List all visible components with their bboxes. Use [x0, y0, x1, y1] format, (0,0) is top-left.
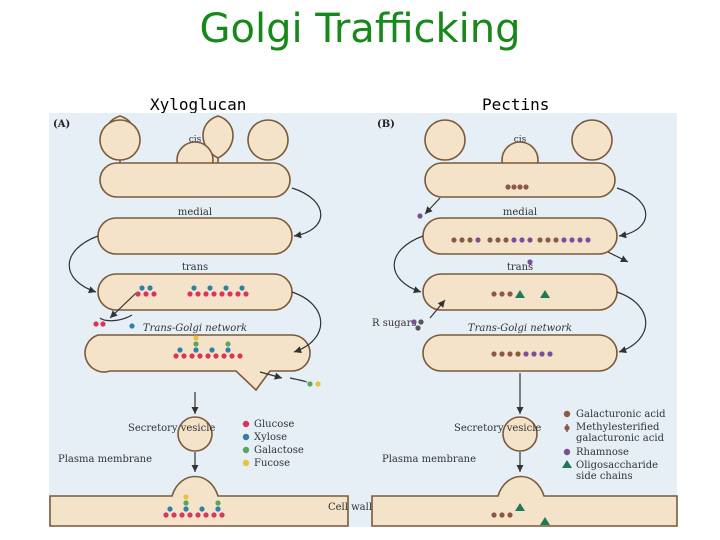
- r-sugars-dots: [411, 319, 424, 331]
- panel-b-medial-label: medial: [503, 207, 537, 218]
- legend-a: Glucose Xylose Galactose Fucose: [242, 419, 304, 469]
- panel-a-cis-cisterna: [99, 115, 291, 198]
- panel-b-medial-cisterna: [422, 217, 618, 255]
- panel-b-trans-label: trans: [507, 262, 533, 273]
- panel-a-secretory-vesicle: [177, 416, 213, 452]
- panel-b-secretory-vesicle: [502, 416, 538, 452]
- legend-galactose: Galactose: [254, 445, 304, 456]
- legend-rhamnose: Rhamnose: [576, 447, 629, 458]
- panel-b-cis-cisterna: [424, 119, 616, 198]
- legend-glucose: Glucose: [254, 419, 294, 430]
- panel-b-cis-label: cis: [514, 135, 527, 145]
- panel-a-trans-cisterna: [97, 273, 293, 311]
- legend-fucose: Fucose: [254, 458, 290, 469]
- xyloglucan-heading: Xyloglucan: [150, 95, 247, 114]
- cell-wall-label: Cell wall: [328, 502, 372, 513]
- legend-galacturonic: Galacturonic acid: [576, 409, 666, 420]
- legend-xylose: Xylose: [254, 432, 287, 443]
- page-title: Golgi Trafficking: [199, 6, 521, 52]
- panel-a-tgn-label: Trans-Golgi network: [143, 323, 247, 334]
- panel-a-cis-label: cis: [189, 135, 202, 145]
- panel-a-vesicle-label: Secretory vesicle: [128, 423, 215, 434]
- panel-a-tgn-cisterna: [84, 334, 311, 392]
- panel-a-membrane-label: Plasma membrane: [58, 454, 152, 465]
- panel-a-trans-label: trans: [182, 262, 208, 273]
- pectins-heading: Pectins: [482, 95, 550, 114]
- panel-a-medial-cisterna: [97, 217, 293, 255]
- r-sugars-label: R sugars: [372, 318, 417, 329]
- panel-b-tgn-label: Trans-Golgi network: [468, 323, 572, 334]
- panel-b-vesicle-label: Secretory vesicle: [454, 423, 541, 434]
- panel-b-tag: (B): [377, 119, 395, 130]
- xyloglucan-chains: [93, 285, 321, 518]
- panel-b-membrane-label: Plasma membrane: [382, 454, 476, 465]
- panel-a-medial-label: medial: [178, 207, 212, 218]
- panel-a-tag: (A): [53, 119, 70, 130]
- pectin-chains: [417, 184, 591, 525]
